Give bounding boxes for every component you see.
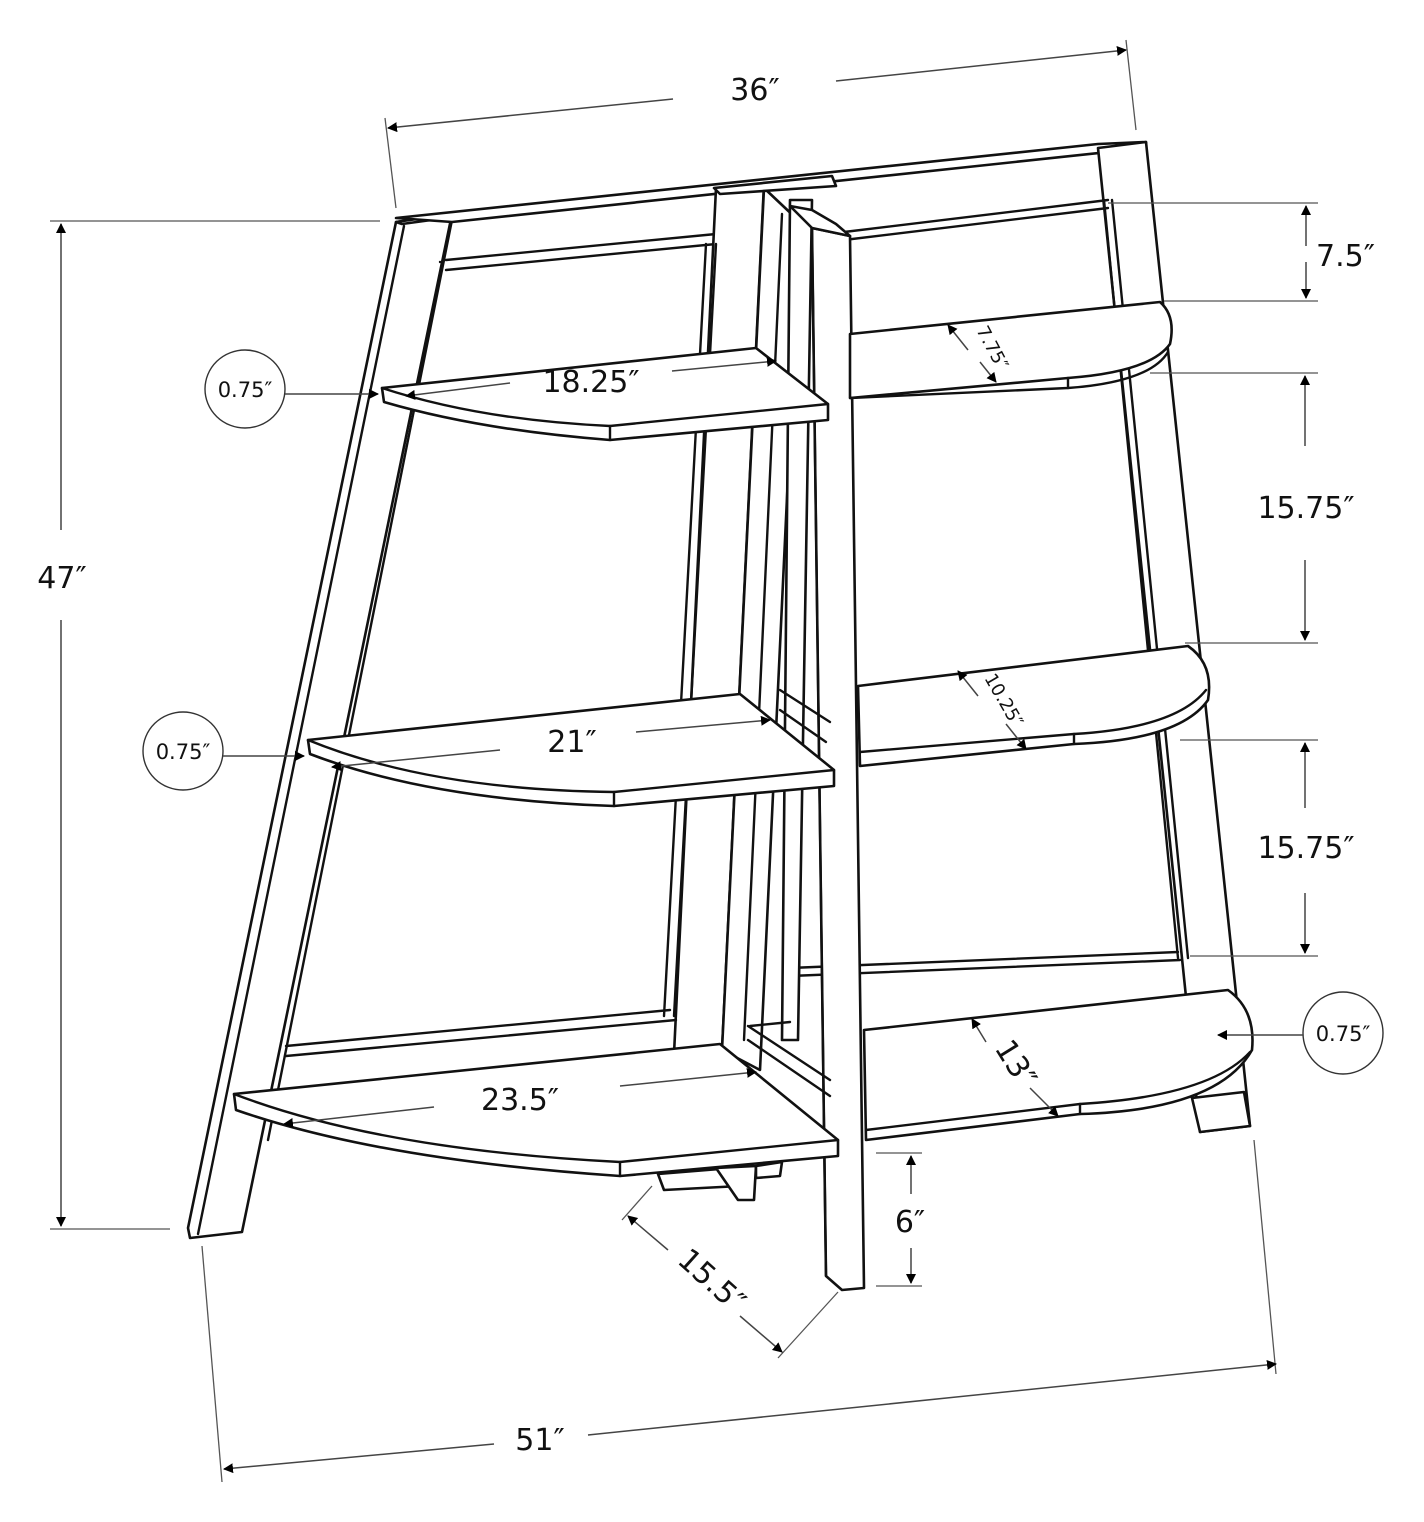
dimension-bottom-shelf-width: 23.5″ (283, 1067, 757, 1128)
callout-middle-shelf-thickness: 0.75″ (142, 711, 305, 791)
middle-shelf-thickness-label: 0.75″ (156, 740, 211, 764)
dimension-middle-shelf-width: 21″ (331, 715, 771, 772)
dimension-upper-gap: 15.75″ (1150, 372, 1355, 644)
bottom-shelf-right (862, 988, 1254, 1142)
dimension-bottom-width: 51″ (201, 1139, 1277, 1483)
height-label: 47″ (37, 561, 86, 596)
bottom-shelf-left (232, 1042, 840, 1202)
middle-shelf-right (856, 644, 1211, 768)
top-shelf-width-label: 18.25″ (542, 365, 639, 400)
dimension-leg-clearance: 6″ (876, 1152, 925, 1287)
leg-clearance-label: 6″ (895, 1205, 925, 1240)
dimension-top-shelf-width: 18.25″ (405, 356, 777, 400)
right-ladder-frame (788, 140, 1252, 1134)
bottom-width-label: 51″ (515, 1423, 564, 1458)
bottom-shelf-width-label: 23.5″ (481, 1083, 559, 1118)
middle-shelf-width-label: 21″ (547, 725, 596, 760)
dimension-height: 47″ (37, 220, 380, 1230)
top-width-label: 36″ (730, 73, 779, 108)
top-shelf-right (848, 300, 1173, 400)
bottom-shelf-thickness-label: 0.75″ (1316, 1022, 1371, 1046)
base-depth-label: 15.5″ (671, 1242, 752, 1320)
callout-top-shelf-thickness: 0.75″ (204, 349, 379, 429)
back-cross-braces (746, 688, 832, 1098)
lower-gap-label: 15.75″ (1257, 831, 1354, 866)
top-shelf-thickness-label: 0.75″ (218, 378, 273, 402)
upper-gap-label: 15.75″ (1257, 491, 1354, 526)
dimension-top-gap: 7.5″ (1108, 202, 1375, 302)
dimension-lower-gap: 15.75″ (1180, 739, 1355, 957)
callout-bottom-shelf-thickness: 0.75″ (1217, 991, 1384, 1075)
shelf-unit-drawing (186, 140, 1254, 1292)
dimension-top-width: 36″ (384, 39, 1137, 209)
top-gap-label: 7.5″ (1316, 239, 1375, 274)
dimension-base-depth: 15.5″ (621, 1185, 839, 1359)
